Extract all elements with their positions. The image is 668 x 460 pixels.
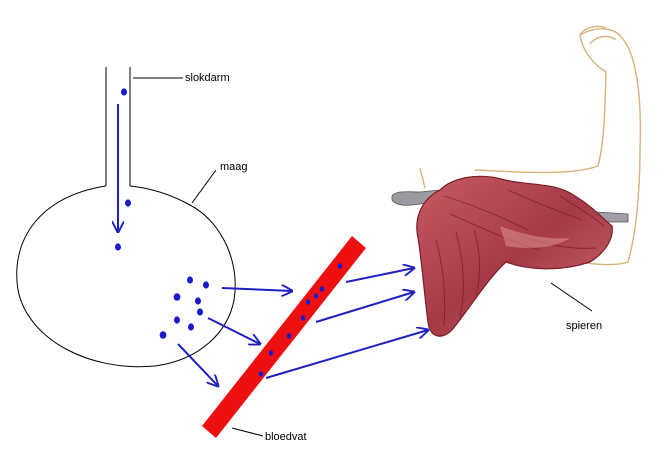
muscle-leader [550, 282, 593, 312]
stomach-to-vessel-arrow-3 [177, 343, 218, 386]
esophagus-label: slokdarm [185, 72, 230, 84]
muscles-label: spieren [566, 320, 602, 332]
esophagus-tube [105, 67, 131, 186]
nutrient-particle [173, 293, 181, 301]
nutrient-particles [115, 88, 343, 377]
nutrient-particle [187, 276, 193, 284]
flow-arrows [177, 268, 428, 386]
blood-vessel-label: bloedvat [265, 431, 307, 443]
vessel-to-muscle-arrow-1 [345, 268, 414, 283]
nutrient-particle [305, 299, 311, 305]
stomach-outline [16, 67, 236, 368]
stomach-label: maag [220, 161, 248, 173]
nutrient-particle [197, 308, 203, 316]
nutrient-particle [286, 333, 292, 339]
blood-vessel [202, 236, 366, 438]
stomach-to-vessel-arrow-1 [221, 288, 292, 291]
nutrient-particle [337, 263, 343, 269]
stomach-body [16, 185, 236, 368]
vessel-to-muscle-arrow-3 [265, 330, 428, 379]
nutrient-particle [125, 199, 131, 207]
nutrient-particle [121, 88, 127, 96]
arm-outline [419, 28, 642, 266]
arm-fist [579, 25, 617, 45]
nutrient-particle [258, 371, 264, 377]
nutrient-particle [313, 293, 319, 299]
nutrient-particle [188, 323, 194, 331]
stomach-to-vessel-arrow-2 [207, 317, 260, 344]
nutrient-particle [174, 316, 180, 324]
nutrient-particle [300, 315, 306, 321]
vessel-leader [231, 427, 264, 437]
stomach-leader [191, 169, 217, 204]
nutrient-particle [203, 281, 209, 289]
nutrient-particle [319, 286, 325, 292]
nutrient-particle [268, 350, 274, 356]
arm-muscle-illustration [391, 175, 629, 337]
nutrient-particle [159, 331, 167, 339]
vessel-to-muscle-arrow-2 [315, 292, 414, 323]
nutrient-particle [195, 297, 201, 305]
nutrient-particle [115, 243, 121, 251]
leader-lines [133, 77, 593, 437]
